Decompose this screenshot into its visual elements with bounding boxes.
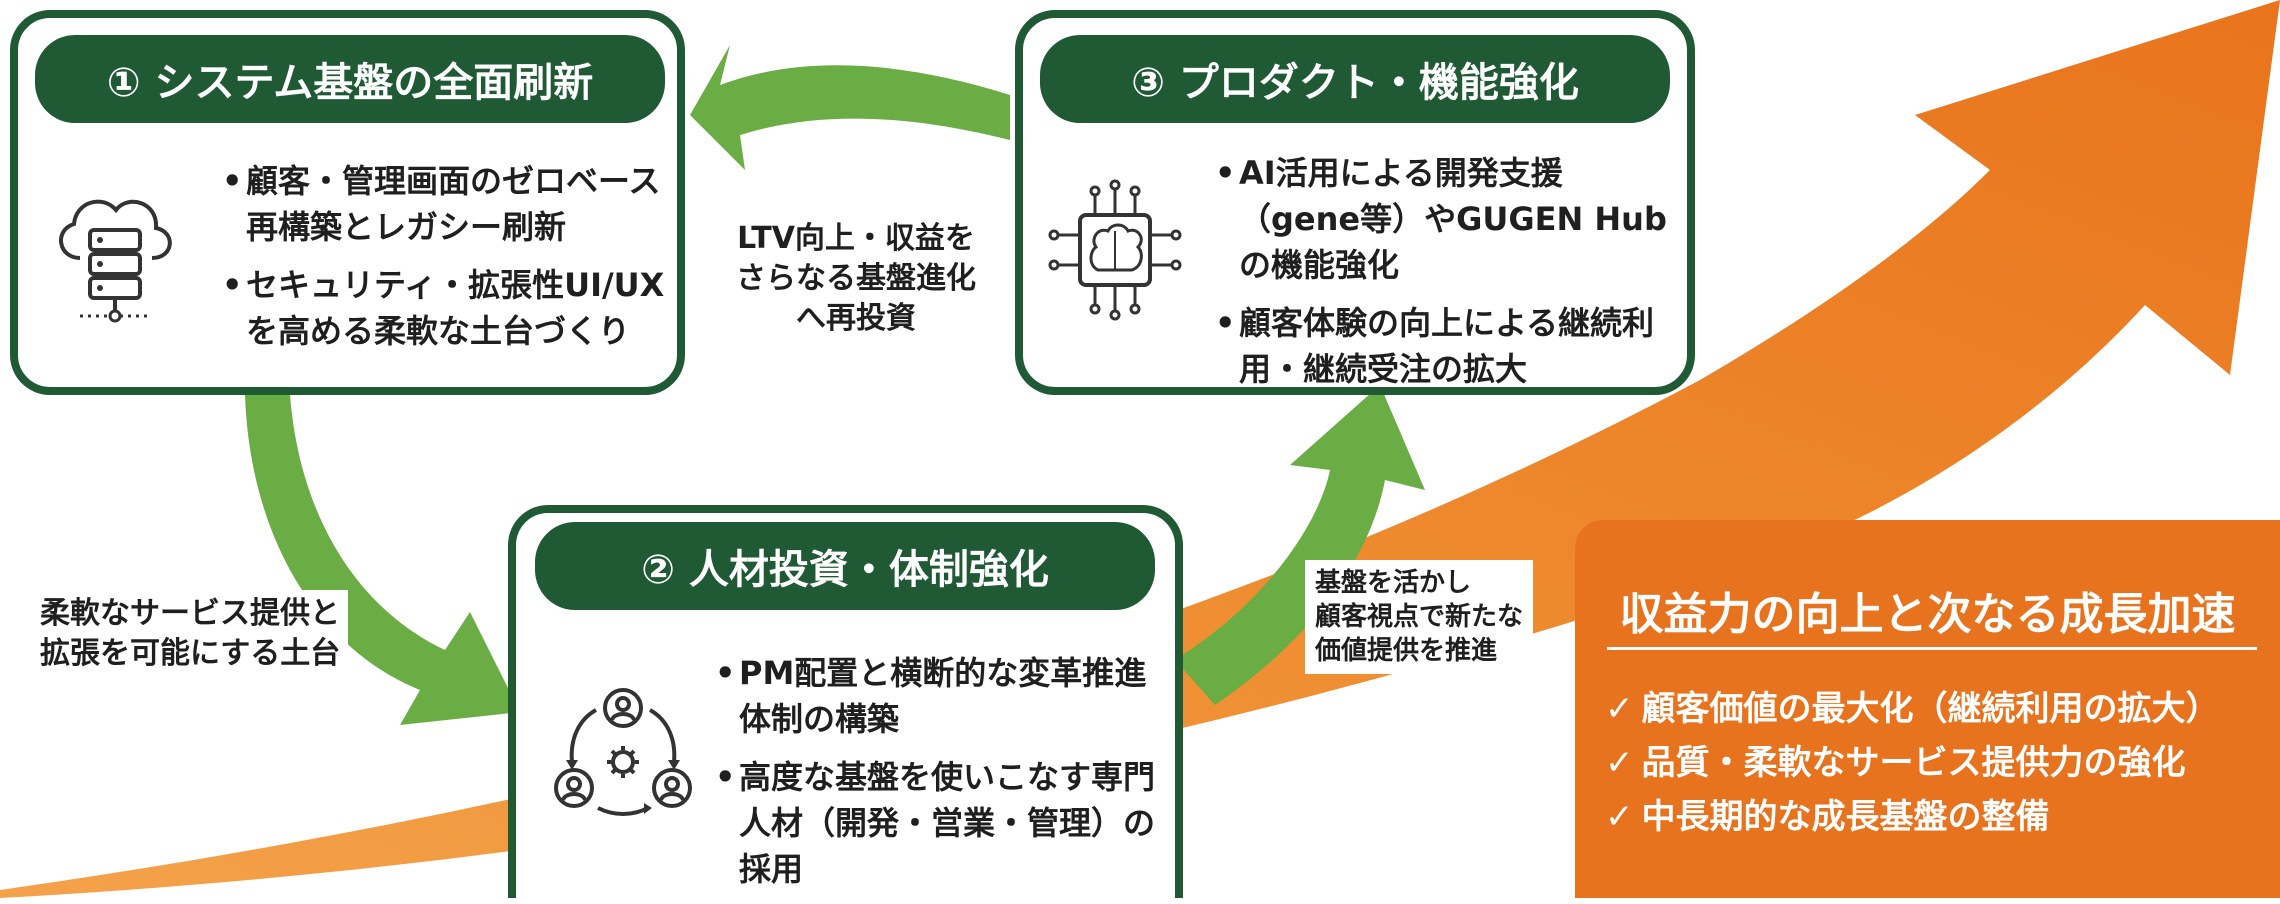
- team-cycle-icon: [554, 688, 692, 816]
- bullet-item: PM配置と横断的な変革推進体制の構築: [715, 650, 1175, 742]
- bullet-item: AI活用による開発支援（gene等）やGUGEN Hubの機能強化: [1215, 150, 1675, 288]
- cloud-server-icon: [59, 199, 172, 323]
- outcome-list: ✓ 顧客価値の最大化（継続利用の拡大） ✓ 品質・柔軟なサービス提供力の強化 ✓…: [1605, 685, 2220, 847]
- outcome-title: 収益力の向上と次なる成長加速: [1619, 589, 2236, 640]
- arrow-two-to-three-icon: [1175, 385, 1425, 705]
- ai-brain-chip-icon: [1048, 179, 1182, 321]
- arrow-one-to-two-icon: [245, 395, 520, 725]
- outcome-item: ✓ 顧客価値の最大化（継続利用の拡大）: [1605, 685, 2220, 733]
- outcome-item-label: 中長期的な成長基盤の整備: [1641, 797, 2050, 837]
- outcome-item: ✓ 中長期的な成長基盤の整備: [1605, 793, 2220, 841]
- arrow-label-three-to-one: LTV向上・収益を さらなる基盤進化 へ再投資: [728, 215, 984, 343]
- card-title-system-foundation: ① システム基盤の全面刷新: [35, 35, 665, 123]
- arrow-label-one-to-two: 柔軟なサービス提供と 拡張を可能にする土台: [32, 590, 349, 678]
- outcome-item-label: 品質・柔軟なサービス提供力の強化: [1641, 743, 2186, 783]
- checkmark-icon: ✓: [1605, 743, 1634, 783]
- card-title-talent-investment: ② 人材投資・体制強化: [535, 522, 1155, 610]
- outcome-item: ✓ 品質・柔軟なサービス提供力の強化: [1605, 739, 2220, 787]
- bullet-item: 顧客・管理画面のゼロベース再構築とレガシー刷新: [222, 158, 672, 250]
- card-bullets-talent-investment: PM配置と横断的な変革推進体制の構築 高度な基盤を使いこなす専門人材（開発・営業…: [715, 650, 1175, 904]
- card-bullets-system-foundation: 顧客・管理画面のゼロベース再構築とレガシー刷新 セキュリティ・拡張性UI/UXを…: [222, 158, 672, 366]
- arrow-three-to-one-icon: [690, 45, 1010, 170]
- bullet-item: セキュリティ・拡張性UI/UXを高める柔軟な土台づくり: [222, 262, 672, 354]
- outcome-panel: 収益力の向上と次なる成長加速 ✓ 顧客価値の最大化（継続利用の拡大） ✓ 品質・…: [1575, 520, 2280, 898]
- outcome-item-label: 顧客価値の最大化（継続利用の拡大）: [1641, 689, 2220, 729]
- checkmark-icon: ✓: [1605, 689, 1634, 729]
- bullet-item: 顧客体験の向上による継続利用・継続受注の拡大: [1215, 300, 1675, 392]
- outcome-divider: [1607, 647, 2257, 650]
- checkmark-icon: ✓: [1605, 797, 1634, 837]
- arrow-label-two-to-three: 基盤を活かし 顧客視点で新たな 価値提供を推進: [1305, 560, 1534, 674]
- bullet-item: 高度な基盤を使いこなす専門人材（開発・営業・管理）の採用: [715, 754, 1175, 892]
- card-title-product-enhancement: ③ プロダクト・機能強化: [1040, 35, 1670, 123]
- card-bullets-product-enhancement: AI活用による開発支援（gene等）やGUGEN Hubの機能強化 顧客体験の向…: [1215, 150, 1675, 404]
